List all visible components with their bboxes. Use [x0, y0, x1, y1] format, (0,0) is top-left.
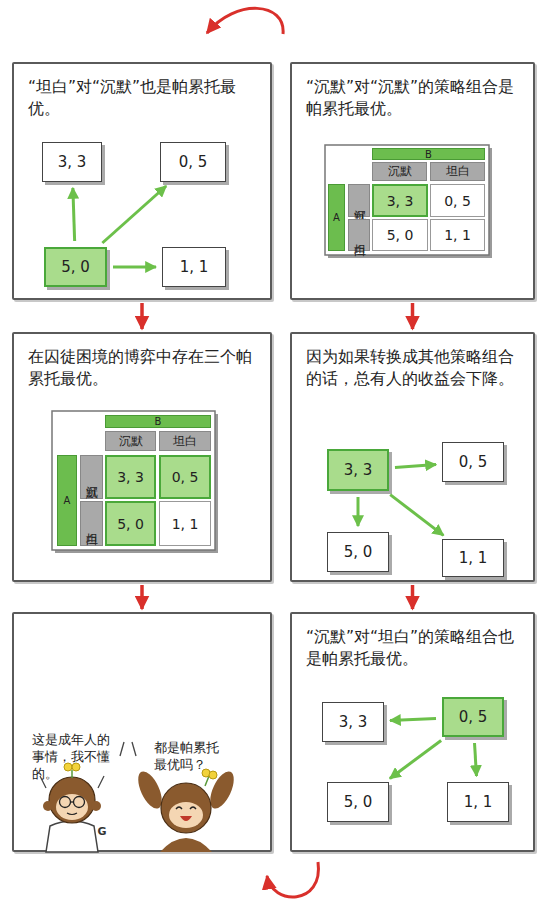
character-ear [91, 801, 101, 811]
panel-text: “沉默”对“坦白”的策略组合也是帕累托最优。 [306, 626, 521, 671]
table-shadow [328, 148, 492, 258]
flower [72, 763, 80, 771]
payoff-arrow [390, 719, 436, 721]
payoff-arrow [357, 497, 360, 526]
payoff-arrow [475, 743, 477, 776]
speech-text: 这是成年人的事情，我不懂的。 [32, 732, 114, 783]
flower-stem [205, 776, 209, 786]
payoff-arrow [73, 188, 75, 241]
character-mouth [67, 813, 77, 815]
payoff-box: 1, 1 [162, 247, 226, 287]
flow-curve [267, 862, 318, 897]
flow-arrow [411, 303, 415, 329]
character-eye [190, 807, 196, 809]
character-body [160, 838, 212, 852]
payoff-box: 5, 0 [44, 247, 107, 287]
character-ear [43, 801, 53, 811]
payoff-value: 0, 5 [459, 708, 488, 726]
payoff-arrow [390, 495, 443, 536]
flow-curve [207, 8, 283, 34]
panel-text: “坦白”对“沉默”也是帕累托最优。 [28, 76, 258, 121]
flow-arrow [411, 585, 415, 609]
character-eye [176, 807, 182, 809]
payoff-value: 1, 1 [459, 549, 488, 567]
glasses [60, 797, 71, 808]
comic-panel: “沉默”对“坦白”的策略组合也是帕累托最优。 3, 3 0, 5 5, 0 1, 1 [290, 612, 535, 852]
character-mouth [180, 816, 192, 821]
payoff-box: 1, 1 [442, 539, 504, 577]
payoff-box: 0, 5 [442, 442, 504, 482]
payoff-value: 0, 5 [459, 453, 488, 471]
character-face [56, 794, 88, 820]
payoff-value: 5, 0 [61, 258, 90, 276]
speech-mark [120, 742, 124, 756]
payoff-value: 3, 3 [339, 713, 368, 731]
comic-panel: “坦白”对“沉默”也是帕累托最优。 3, 3 0, 5 5, 0 1, 1 [12, 62, 272, 300]
payoff-box: 5, 0 [327, 532, 389, 572]
payoff-arrow [390, 741, 441, 779]
character-arm [133, 768, 166, 812]
glasses [74, 797, 85, 808]
payoff-arrow [395, 465, 436, 468]
character-head [49, 777, 95, 823]
glasses [71, 801, 74, 802]
comic-panel: 在囚徒困境的博弈中存在三个帕累托最优。 [12, 332, 272, 582]
payoff-box: 3, 3 [322, 702, 384, 742]
comic-panel: “沉默”对“沉默”的策略组合是帕累托最优。 [290, 62, 535, 300]
flow-arrow [140, 303, 144, 329]
speech-mark [98, 776, 104, 788]
panel-text: “沉默”对“沉默”的策略组合是帕累托最优。 [306, 76, 521, 121]
payoff-arrow [102, 186, 166, 243]
payoff-value: 5, 0 [344, 793, 373, 811]
payoff-box: 3, 3 [327, 449, 389, 491]
speech-mark [40, 776, 46, 788]
flower [64, 763, 72, 771]
character-face [169, 802, 203, 828]
payoff-arrow [113, 266, 156, 269]
payoff-value: 5, 0 [344, 543, 373, 561]
payoff-table-frame [325, 145, 489, 255]
flower-stem [71, 770, 73, 778]
speech-text: 都是帕累托最优吗？ [154, 740, 228, 774]
payoff-box: 0, 5 [160, 142, 226, 182]
payoff-value: 3, 3 [344, 461, 373, 479]
flower [209, 771, 217, 779]
panel-text: 因为如果转换成其他策略组合的话，总有人的收益会下降。 [306, 346, 521, 391]
comic-panel: 因为如果转换成其他策略组合的话，总有人的收益会下降。 3, 3 0, 5 5, 0 1,… [290, 332, 535, 582]
panel-text: 在囚徒困境的博弈中存在三个帕累托最优。 [28, 346, 258, 391]
speech-mark [132, 742, 136, 756]
flow-arrow [140, 585, 144, 609]
character-body [46, 821, 98, 852]
comic-panel: 这是成年人的事情，我不懂的。 都是帕累托最优吗？ [12, 612, 272, 852]
payoff-value: 0, 5 [179, 153, 208, 171]
character-arm [205, 768, 238, 812]
payoff-box: 0, 5 [442, 697, 504, 737]
payoff-value: 1, 1 [180, 258, 209, 276]
payoff-value: 3, 3 [58, 153, 87, 171]
payoff-box: 5, 0 [327, 782, 389, 822]
flower [202, 769, 210, 777]
payoff-box: 1, 1 [447, 782, 509, 822]
payoff-table-frame [52, 411, 215, 550]
payoff-box: 3, 3 [42, 142, 102, 182]
table-shadow [55, 414, 218, 553]
payoff-value: 1, 1 [464, 793, 493, 811]
character-head [161, 783, 211, 833]
